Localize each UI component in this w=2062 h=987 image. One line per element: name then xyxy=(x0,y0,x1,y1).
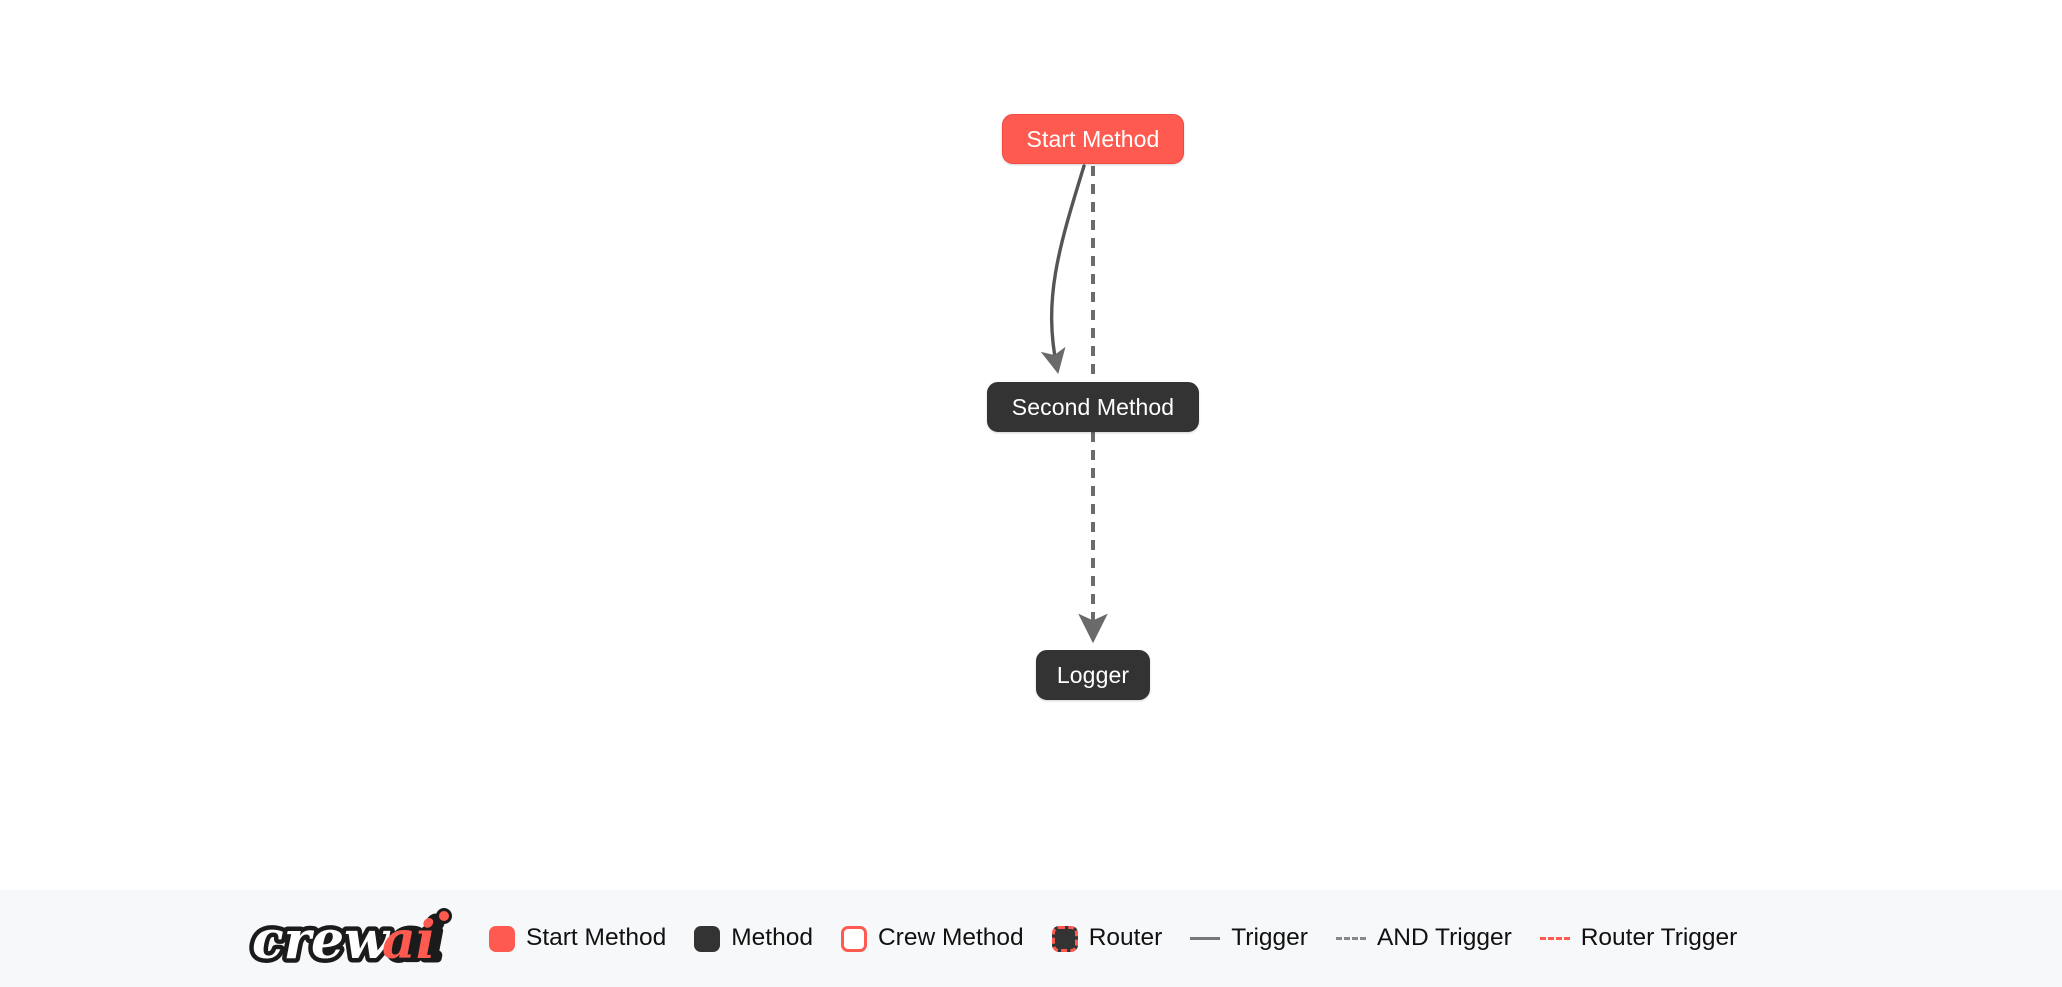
legend-label: Method xyxy=(731,924,813,952)
and-trigger-line-icon xyxy=(1335,937,1366,940)
flow-node-logger[interactable]: Logger xyxy=(1036,650,1150,700)
router-swatch-icon xyxy=(1051,925,1078,952)
legend-item-and-trigger: AND Trigger xyxy=(1335,924,1512,952)
svg-text:crew: crew xyxy=(252,910,391,971)
legend-item-crew-method: Crew Method xyxy=(840,924,1024,952)
legend-item-router: Router xyxy=(1051,924,1163,952)
legend-bar: crewai crew ai Start Method Method Crew … xyxy=(0,890,2062,987)
legend-item-trigger: Trigger xyxy=(1190,926,1308,951)
legend-item-router-trigger: Router Trigger xyxy=(1539,924,1738,952)
legend-label: Crew Method xyxy=(877,924,1024,952)
method-swatch-icon xyxy=(694,925,721,952)
crew-method-swatch-icon xyxy=(840,925,867,952)
legend-label: Router Trigger xyxy=(1580,924,1738,952)
router-trigger-line-icon xyxy=(1539,937,1570,940)
flow-node-label: Second Method xyxy=(1011,393,1175,420)
flow-node-label: Logger xyxy=(1056,661,1130,688)
legend-label: Start Method xyxy=(526,924,667,952)
legend-label: Trigger xyxy=(1231,924,1308,952)
legend-label: AND Trigger xyxy=(1376,924,1512,952)
edge-layer xyxy=(1040,164,1108,644)
legend-item-start-method: Start Method xyxy=(489,924,667,952)
svg-text:ai: ai xyxy=(382,910,435,971)
svg-text:crewai: crewai xyxy=(252,910,442,971)
flow-node-second-method[interactable]: Second Method xyxy=(987,382,1199,432)
trigger-line-icon xyxy=(1190,937,1221,940)
start-method-swatch-icon xyxy=(489,925,515,952)
legend-item-method: Method xyxy=(694,924,813,952)
crewai-logo: crewai crew ai xyxy=(248,905,452,975)
flow-canvas[interactable]: Start Method Second Method Logger xyxy=(0,0,2062,890)
flow-node-start-method[interactable]: Start Method xyxy=(1002,114,1184,164)
flow-node-label: Start Method xyxy=(1026,125,1160,152)
legend-label: Router xyxy=(1088,924,1163,952)
edge-start-to-second-trigger[interactable] xyxy=(1040,164,1086,374)
